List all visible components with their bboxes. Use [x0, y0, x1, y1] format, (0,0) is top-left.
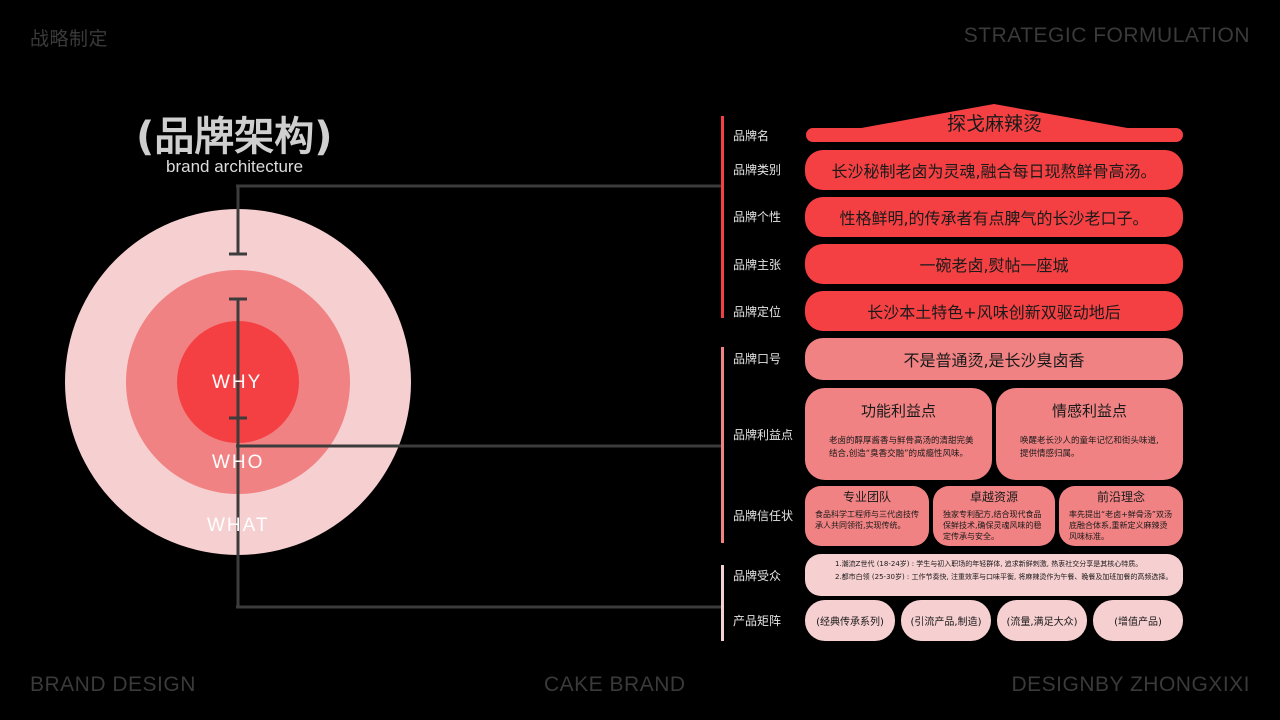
trust-card: 卓越资源 独家专利配方,结合现代食品保鲜技术,确保灵魂风味的稳定传承与安全。	[933, 486, 1055, 546]
product-pill: (经典传承系列)	[805, 600, 895, 641]
section-title: 战略制定	[30, 28, 109, 50]
label-brand-personality: 品牌个性	[733, 210, 782, 224]
product-pill: (增值产品)	[1093, 600, 1183, 641]
functional-benefit-text: 老卤的醇厚酱香与鲜骨高汤的清甜完美结合,创造“臭香交融”的成瘾性风味。	[829, 436, 974, 459]
emotional-benefit-text: 唤醒老长沙人的童年记忆和街头味道,提供情感归属。	[1020, 436, 1159, 459]
trust-card-title: 卓越资源	[969, 490, 1018, 504]
footer-center: CAKE BRAND	[544, 673, 686, 696]
side-bar-mid	[721, 347, 724, 543]
page-subtitle: brand architecture	[166, 157, 304, 176]
why-label: WHY	[212, 372, 263, 393]
functional-benefit-card: 功能利益点 老卤的醇厚酱香与鲜骨高汤的清甜完美结合,创造“臭香交融”的成瘾性风味…	[805, 388, 992, 480]
connector-lines	[229, 184, 723, 609]
label-brand-slogan: 品牌口号	[733, 352, 782, 366]
label-product-matrix: 产品矩阵	[733, 614, 782, 628]
label-brand-category: 品牌类别	[733, 163, 782, 177]
side-bar-red	[721, 116, 724, 318]
page-title: (品牌架构)	[136, 114, 333, 160]
roof-base	[806, 128, 1183, 142]
trust-card-text: 独家专利配方,结合现代食品保鲜技术,确保灵魂风味的稳定传承与安全。	[943, 510, 1042, 541]
brand-category-box: 长沙秘制老卤为灵魂,融合每日现熬鲜骨高汤。	[805, 150, 1183, 190]
trust-card-text: 率先提出“老卤+鲜骨汤”双汤底融合体系,重新定义麻辣烫风味标准。	[1069, 510, 1172, 541]
trust-card-text: 食品科学工程师与三代卤技传承人共同领衔,实现传统。	[815, 510, 919, 530]
audience-item: 1.潮流Z世代 (18-24岁) : 学生与初入职场的年轻群体, 追求新鲜刺激,…	[835, 560, 1143, 568]
label-brand-name: 品牌名	[733, 129, 770, 143]
trust-card: 前沿理念 率先提出“老卤+鲜骨汤”双汤底融合体系,重新定义麻辣烫风味标准。	[1059, 486, 1183, 546]
label-brand-audience: 品牌受众	[733, 569, 782, 583]
brand-proposition-box: 一碗老卤,熨帖一座城	[805, 244, 1183, 284]
label-brand-proposition: 品牌主张	[733, 258, 782, 272]
brand-personality-box: 性格鲜明,的传承者有点脾气的长沙老口子。	[805, 197, 1183, 237]
label-brand-positioning: 品牌定位	[733, 305, 782, 319]
audience-item: 2.都市白领 (25-30岁) : 工作节奏快, 注重效率与口味平衡, 将麻辣烫…	[835, 573, 1173, 581]
emotional-benefit-title: 情感利益点	[1051, 402, 1127, 420]
audience-box: 1.潮流Z世代 (18-24岁) : 学生与初入职场的年轻群体, 追求新鲜刺激,…	[805, 554, 1183, 596]
emotional-benefit-card: 情感利益点 唤醒老长沙人的童年记忆和街头味道,提供情感归属。	[996, 388, 1183, 480]
trust-card: 专业团队 食品科学工程师与三代卤技传承人共同领衔,实现传统。	[805, 486, 929, 546]
brand-positioning-box: 长沙本土特色+风味创新双驱动地后	[805, 291, 1183, 331]
label-brand-trust: 品牌信任状	[733, 509, 794, 523]
functional-benefit-title: 功能利益点	[860, 402, 936, 420]
product-pill: (引流产品,制造)	[901, 600, 991, 641]
label-brand-benefits: 品牌利益点	[733, 428, 794, 442]
trust-card-title: 专业团队	[842, 490, 891, 504]
brand-slogan-box: 不是普通烫,是长沙臭卤香	[805, 338, 1183, 380]
what-label: WHAT	[207, 515, 270, 536]
trust-card-title: 前沿理念	[1096, 490, 1145, 504]
who-label: WHO	[212, 452, 265, 473]
brand-name: 探戈麻辣烫	[946, 112, 1042, 135]
footer-left: BRAND DESIGN	[30, 673, 196, 696]
side-bar-pale	[721, 565, 724, 641]
section-title-en: STRATEGIC FORMULATION	[963, 24, 1250, 47]
product-pill: (流量,满足大众)	[997, 600, 1087, 641]
footer-right: DESIGNBY ZHONGXIXI	[1011, 673, 1250, 696]
